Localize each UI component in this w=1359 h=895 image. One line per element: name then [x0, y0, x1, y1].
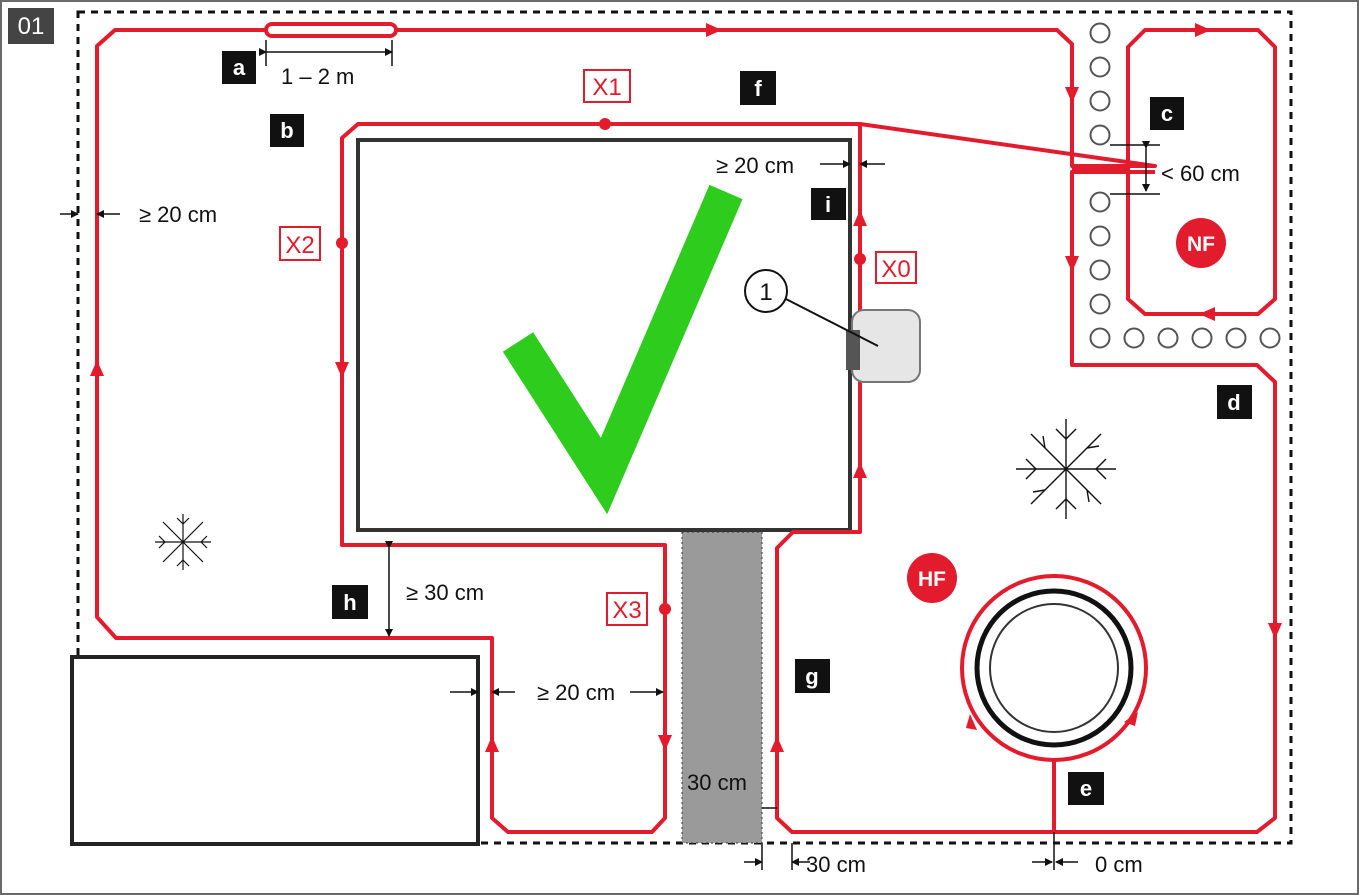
tree-icon	[1016, 419, 1116, 519]
footpath	[681, 531, 763, 844]
dim-path-30cm: 30 cm	[687, 770, 747, 795]
x0-label: X0	[881, 256, 910, 283]
dim-top-20cm: ≥ 20 cm	[716, 153, 794, 178]
arrow-down-x2	[335, 362, 349, 378]
dim-60cm: < 60 cm	[1161, 161, 1240, 186]
figure-number: 01	[18, 13, 45, 40]
letter-d: d	[1227, 390, 1240, 415]
arrow-up-right-bldg	[853, 462, 867, 478]
dim-left-20cm: ≥ 20 cm	[139, 202, 217, 227]
letter-f: f	[754, 76, 762, 101]
arrow-pond-left	[966, 714, 977, 730]
nf-zone-badge	[1176, 218, 1226, 268]
letter-h: h	[343, 590, 356, 615]
figure-number-badge	[8, 8, 54, 44]
arrow-up-left	[90, 360, 104, 376]
dim-1-2-m: 1 – 2 m	[281, 64, 354, 89]
callout-circle	[744, 269, 788, 313]
dim-mid-20cm: ≥ 20 cm	[537, 680, 615, 705]
building-lower-left	[70, 655, 480, 846]
x-label-boxes	[279, 69, 917, 626]
letter-e: e	[1080, 776, 1092, 801]
dimension-lines	[60, 40, 1160, 870]
checkmark-icon	[502, 184, 743, 515]
charging-station-icon	[846, 309, 921, 383]
wire-direction-arrows	[90, 23, 1282, 752]
dim-30cm-h: ≥ 30 cm	[406, 580, 484, 605]
arrow-left-nf	[1199, 307, 1215, 321]
dim-0cm: 0 cm	[1095, 852, 1143, 877]
arrow-down-x3	[658, 735, 672, 751]
pond-inner	[989, 603, 1119, 733]
arrow-down-c-bottom	[1065, 256, 1079, 272]
callout-leader	[781, 296, 879, 347]
boundary-wire	[95, 28, 1277, 834]
letter-c: c	[1161, 101, 1173, 126]
nf-zone-label: NF	[1187, 233, 1215, 256]
x1-label: X1	[592, 74, 621, 101]
x3-label: X3	[612, 597, 641, 624]
tree-icon-small	[155, 514, 211, 570]
arrow-down-c-top	[1065, 87, 1079, 103]
letter-i: i	[825, 192, 831, 217]
callout-number: 1	[759, 279, 772, 306]
property-boundary	[76, 10, 1293, 845]
dim-bottom-30cm: 30 cm	[806, 852, 866, 877]
letter-g: g	[805, 664, 818, 689]
hf-zone-badge	[907, 553, 957, 603]
arrow-right-nf	[1195, 23, 1211, 37]
x-point-dots	[336, 118, 866, 615]
letter-b: b	[280, 118, 293, 143]
fence-posts	[1089, 22, 1281, 349]
arrow-right-top	[706, 23, 722, 37]
guide-wire-overlap	[264, 22, 398, 38]
nf-zone-wire	[1126, 28, 1277, 316]
arrow-up-g	[770, 736, 784, 752]
letter-a: a	[233, 55, 246, 80]
arrow-down-right	[1268, 623, 1282, 639]
x2-label: X2	[285, 232, 314, 259]
hf-zone-label: HF	[918, 568, 946, 591]
arrow-pond-right	[1124, 712, 1138, 726]
letter-label-boxes	[222, 51, 1252, 805]
arrow-up-lower	[485, 736, 499, 752]
arrow-up-i	[853, 210, 867, 226]
